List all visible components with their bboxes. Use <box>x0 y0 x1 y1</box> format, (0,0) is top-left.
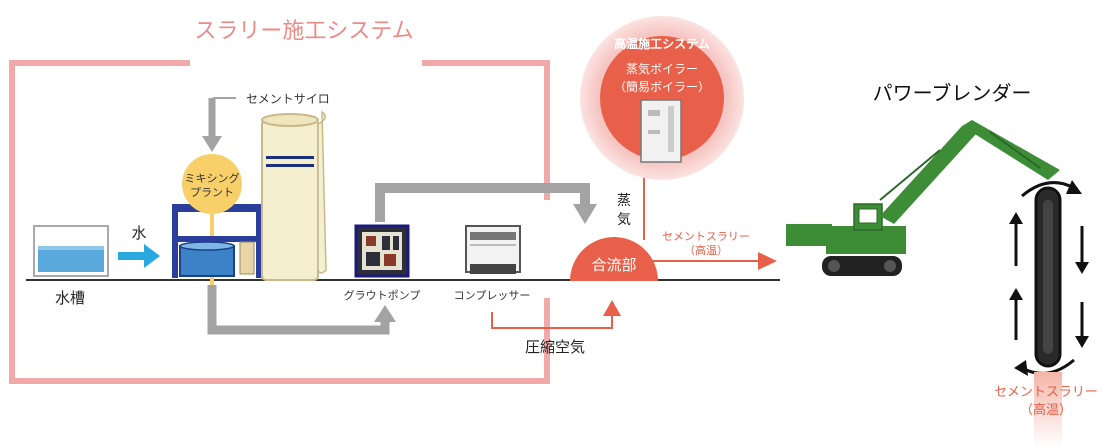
system-title: スラリー施工システム <box>194 19 413 44</box>
slurry-label-2: （高温） <box>684 243 728 257</box>
steam-label-2: 気 <box>617 212 631 228</box>
bottom-slurry-label-2: （高温） <box>1020 402 1072 418</box>
high-temp-title: 高温施工システム <box>614 36 710 51</box>
boiler-label-2: （簡易ボイラー） <box>614 79 710 94</box>
water-tank <box>33 225 109 277</box>
compressed-air-label: 圧縮空気 <box>525 338 585 356</box>
water-tank-label: 水槽 <box>55 289 85 307</box>
water-arrow <box>118 244 160 268</box>
compressor <box>465 225 521 274</box>
mixing-plant <box>172 154 262 285</box>
power-blender-label: パワーブレンダー <box>873 81 1032 105</box>
blender-bar <box>1034 186 1062 368</box>
bottom-slurry-label-1: セメントスラリー <box>994 385 1098 400</box>
high-temp-system <box>580 16 744 180</box>
confluence-node <box>570 237 658 281</box>
steam-label-1: 蒸 <box>617 193 631 209</box>
mixing-plant-label-1: ミキシング <box>185 171 240 185</box>
slurry-label-1: セメントスラリー <box>662 230 750 243</box>
grout-pump <box>354 224 410 278</box>
water-label: 水 <box>131 224 146 242</box>
slurry-glow <box>1034 372 1062 448</box>
up-arrows <box>1009 212 1023 340</box>
confluence-label: 合流部 <box>591 256 636 274</box>
mixing-plant-label-2: プラント <box>190 186 234 199</box>
compressor-label: コンプレッサー <box>454 289 531 302</box>
boiler-label-1: 蒸気ボイラー <box>626 61 698 76</box>
down-arrows <box>1075 226 1089 348</box>
cement-silo <box>261 110 327 281</box>
excavator <box>786 120 1060 276</box>
cement-silo-label: セメントサイロ <box>246 92 330 106</box>
grout-pump-label: グラウトポンプ <box>344 288 421 302</box>
